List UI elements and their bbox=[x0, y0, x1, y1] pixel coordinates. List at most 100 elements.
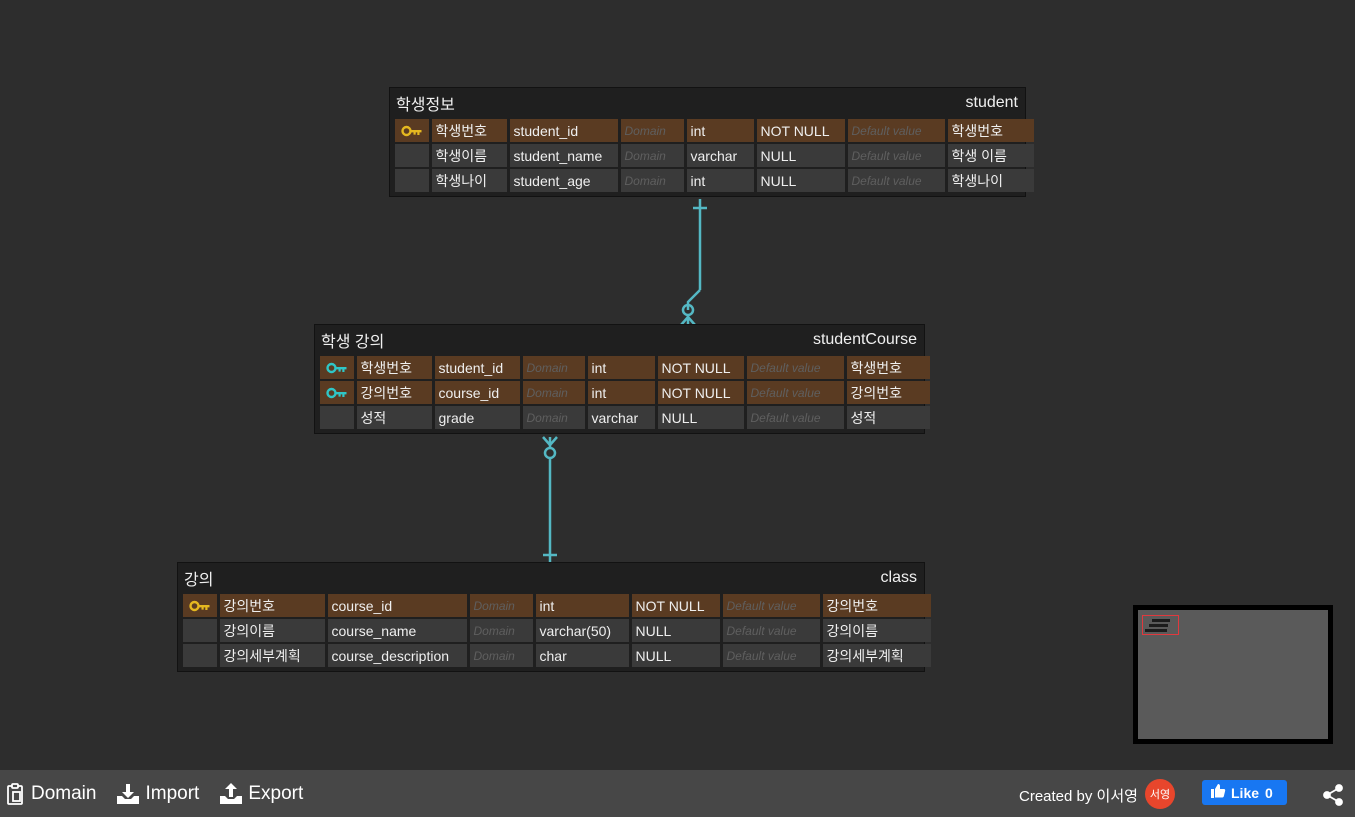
avatar[interactable]: 서영 bbox=[1145, 779, 1175, 809]
column-name[interactable]: student_name bbox=[509, 144, 618, 167]
column-description[interactable]: 강의세부계획 bbox=[822, 644, 931, 667]
column-datatype[interactable]: int bbox=[587, 356, 655, 379]
key-cell[interactable] bbox=[319, 356, 354, 379]
column-default[interactable]: Default value bbox=[847, 119, 945, 142]
column-description[interactable]: 강의이름 bbox=[822, 619, 931, 642]
column-default[interactable]: Default value bbox=[722, 644, 820, 667]
column-domain[interactable]: Domain bbox=[620, 119, 684, 142]
column-datatype[interactable]: varchar bbox=[587, 406, 655, 429]
column-comment[interactable]: 학생번호 bbox=[431, 119, 507, 142]
column-domain[interactable]: Domain bbox=[469, 644, 533, 667]
column-name[interactable]: course_id bbox=[434, 381, 520, 404]
column-description[interactable]: 학생번호 bbox=[846, 356, 930, 379]
column-name[interactable]: student_id bbox=[509, 119, 618, 142]
column-name[interactable]: student_age bbox=[509, 169, 618, 192]
column-description[interactable]: 성적 bbox=[846, 406, 930, 429]
table-comment[interactable]: 학생 강의 bbox=[321, 334, 385, 351]
column-comment[interactable]: 강의이름 bbox=[219, 619, 325, 642]
column-default[interactable]: Default value bbox=[746, 356, 844, 379]
column-comment[interactable]: 강의번호 bbox=[219, 594, 325, 617]
table-header[interactable]: 학생정보 student bbox=[393, 88, 1022, 118]
column-nullable[interactable]: NULL bbox=[756, 169, 845, 192]
key-cell[interactable] bbox=[319, 381, 354, 404]
column-default[interactable]: Default value bbox=[847, 144, 945, 167]
table-name[interactable]: student bbox=[965, 94, 1018, 111]
column-default[interactable]: Default value bbox=[847, 169, 945, 192]
column-comment[interactable]: 강의번호 bbox=[356, 381, 432, 404]
column-name[interactable]: course_description bbox=[327, 644, 467, 667]
column-description[interactable]: 강의번호 bbox=[846, 381, 930, 404]
table-comment[interactable]: 학생정보 bbox=[396, 97, 455, 114]
column-datatype[interactable]: int bbox=[686, 119, 754, 142]
table-name[interactable]: class bbox=[880, 569, 917, 586]
export-button[interactable]: Export bbox=[218, 782, 303, 806]
column-name[interactable]: course_name bbox=[327, 619, 467, 642]
column-domain[interactable]: Domain bbox=[469, 594, 533, 617]
minimap-viewport[interactable] bbox=[1142, 615, 1179, 635]
key-cell[interactable] bbox=[182, 644, 217, 667]
column-default[interactable]: Default value bbox=[722, 619, 820, 642]
table-header[interactable]: 강의 class bbox=[181, 563, 921, 593]
column-domain[interactable]: Domain bbox=[620, 169, 684, 192]
relation-student-studentcourse[interactable] bbox=[680, 199, 707, 326]
column-comment[interactable]: 성적 bbox=[356, 406, 432, 429]
column-description[interactable]: 강의번호 bbox=[822, 594, 931, 617]
minimap-area[interactable] bbox=[1138, 610, 1328, 739]
column-domain[interactable]: Domain bbox=[522, 406, 585, 429]
column-nullable[interactable]: NOT NULL bbox=[631, 594, 720, 617]
key-cell[interactable] bbox=[182, 619, 217, 642]
column-description[interactable]: 학생 이름 bbox=[947, 144, 1034, 167]
column-datatype[interactable]: varchar bbox=[686, 144, 754, 167]
import-button[interactable]: Import bbox=[115, 782, 199, 806]
key-cell[interactable] bbox=[394, 119, 429, 142]
column-nullable[interactable]: NULL bbox=[756, 144, 845, 167]
column-nullable[interactable]: NOT NULL bbox=[657, 356, 744, 379]
column-default[interactable]: Default value bbox=[722, 594, 820, 617]
column-comment[interactable]: 학생나이 bbox=[431, 169, 507, 192]
relation-class-studentcourse[interactable] bbox=[542, 436, 558, 562]
column-datatype[interactable]: varchar(50) bbox=[535, 619, 629, 642]
column-nullable[interactable]: NULL bbox=[657, 406, 744, 429]
column-name[interactable]: course_id bbox=[327, 594, 467, 617]
column-datatype[interactable]: int bbox=[587, 381, 655, 404]
column-nullable[interactable]: NULL bbox=[631, 644, 720, 667]
column-comment[interactable]: 학생이름 bbox=[431, 144, 507, 167]
column-description[interactable]: 학생번호 bbox=[947, 119, 1034, 142]
column-description[interactable]: 학생나이 bbox=[947, 169, 1034, 192]
column-domain[interactable]: Domain bbox=[469, 619, 533, 642]
column-name[interactable]: student_id bbox=[434, 356, 520, 379]
like-button[interactable]: Like 0 bbox=[1202, 780, 1287, 805]
column-nullable[interactable]: NULL bbox=[631, 619, 720, 642]
column-default[interactable]: Default value bbox=[746, 406, 844, 429]
column-comment[interactable]: 강의세부계획 bbox=[219, 644, 325, 667]
column-name[interactable]: grade bbox=[434, 406, 520, 429]
domain-button[interactable]: Domain bbox=[3, 782, 96, 806]
key-cell[interactable] bbox=[319, 406, 354, 429]
key-cell[interactable] bbox=[394, 144, 429, 167]
table-header[interactable]: 학생 강의 studentCourse bbox=[318, 325, 921, 355]
column-comment[interactable]: 학생번호 bbox=[356, 356, 432, 379]
column-domain[interactable]: Domain bbox=[522, 356, 585, 379]
column-domain[interactable]: Domain bbox=[522, 381, 585, 404]
column-datatype[interactable]: int bbox=[535, 594, 629, 617]
column-nullable[interactable]: NOT NULL bbox=[756, 119, 845, 142]
column-default[interactable]: Default value bbox=[746, 381, 844, 404]
column-domain[interactable]: Domain bbox=[620, 144, 684, 167]
column-nullable[interactable]: NOT NULL bbox=[657, 381, 744, 404]
key-cell[interactable] bbox=[394, 169, 429, 192]
share-button[interactable] bbox=[1322, 784, 1344, 811]
column-datatype[interactable]: int bbox=[686, 169, 754, 192]
